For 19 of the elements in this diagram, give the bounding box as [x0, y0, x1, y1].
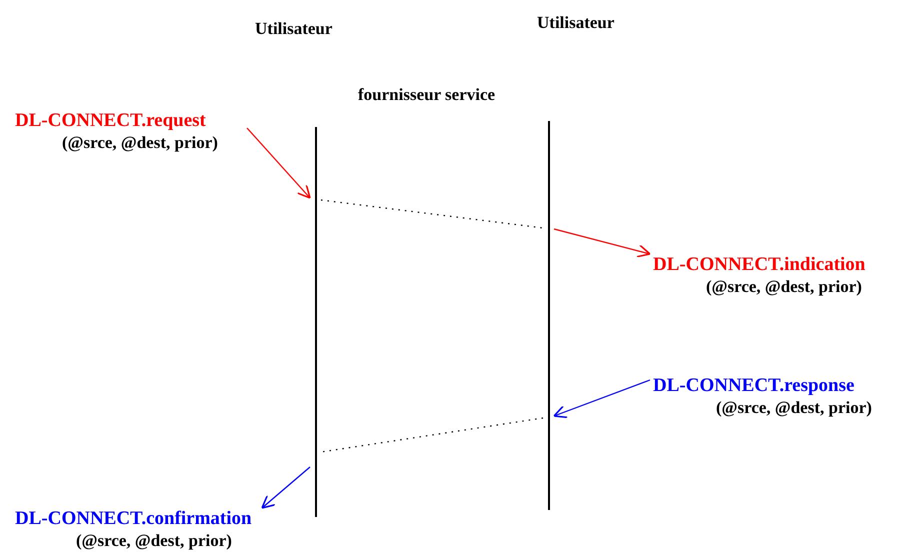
arrow	[261, 466, 310, 509]
entity-label: Utilisateur	[537, 12, 614, 34]
dotted-line	[320, 199, 544, 229]
arrow	[246, 128, 311, 199]
dotted-line	[320, 417, 544, 453]
timeline-bar	[548, 121, 550, 510]
primitive-name: DL-CONNECT.confirmation	[15, 508, 252, 529]
entity-label: fournisseur service	[358, 84, 496, 106]
primitive-name: DL-CONNECT.indication	[653, 254, 866, 275]
primitive-name: DL-CONNECT.response	[653, 375, 854, 396]
parameter-list: (@srce, @dest, prior)	[706, 277, 862, 296]
parameter-list: (@srce, @dest, prior)	[716, 398, 872, 417]
primitive-name: DL-CONNECT.request	[15, 110, 206, 131]
parameter-list: (@srce, @dest, prior)	[76, 531, 232, 550]
arrow	[553, 379, 650, 418]
arrow	[554, 228, 651, 258]
parameter-list: (@srce, @dest, prior)	[62, 133, 218, 152]
entity-label: Utilisateur	[255, 18, 332, 40]
timeline-bar	[315, 127, 317, 517]
